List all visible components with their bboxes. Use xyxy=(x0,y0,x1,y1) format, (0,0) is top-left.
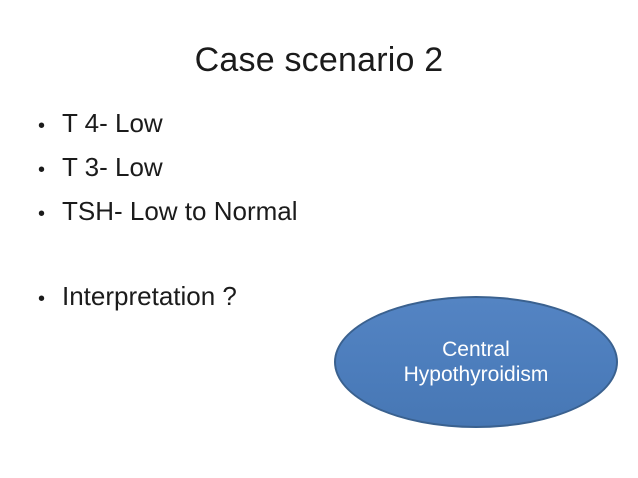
list-item: • T 4- Low xyxy=(38,103,598,147)
callout-ellipse: Central Hypothyroidism xyxy=(334,296,618,428)
bullet-text: T 4- Low xyxy=(62,108,163,138)
list-item: • Interpretation ? xyxy=(38,276,598,320)
callout-line-1: Central xyxy=(442,338,510,361)
list-item: • TSH- Low to Normal xyxy=(38,191,598,235)
bullet-text: T 3- Low xyxy=(62,152,163,182)
bullet-list: • T 4- Low • T 3- Low • TSH- Low to Norm… xyxy=(38,103,598,320)
question-bullet-text: Interpretation ? xyxy=(62,281,237,311)
blank-line xyxy=(38,235,598,276)
bullet-text: TSH- Low to Normal xyxy=(62,196,298,226)
callout-line-2: Hypothyroidism xyxy=(403,363,549,386)
bullet-icon: • xyxy=(38,115,46,137)
bullet-icon: • xyxy=(38,288,46,310)
bullet-icon: • xyxy=(38,203,46,225)
slide-title: Case scenario 2 xyxy=(194,41,444,79)
bullet-icon: • xyxy=(38,159,46,181)
list-item: • T 3- Low xyxy=(38,147,598,191)
